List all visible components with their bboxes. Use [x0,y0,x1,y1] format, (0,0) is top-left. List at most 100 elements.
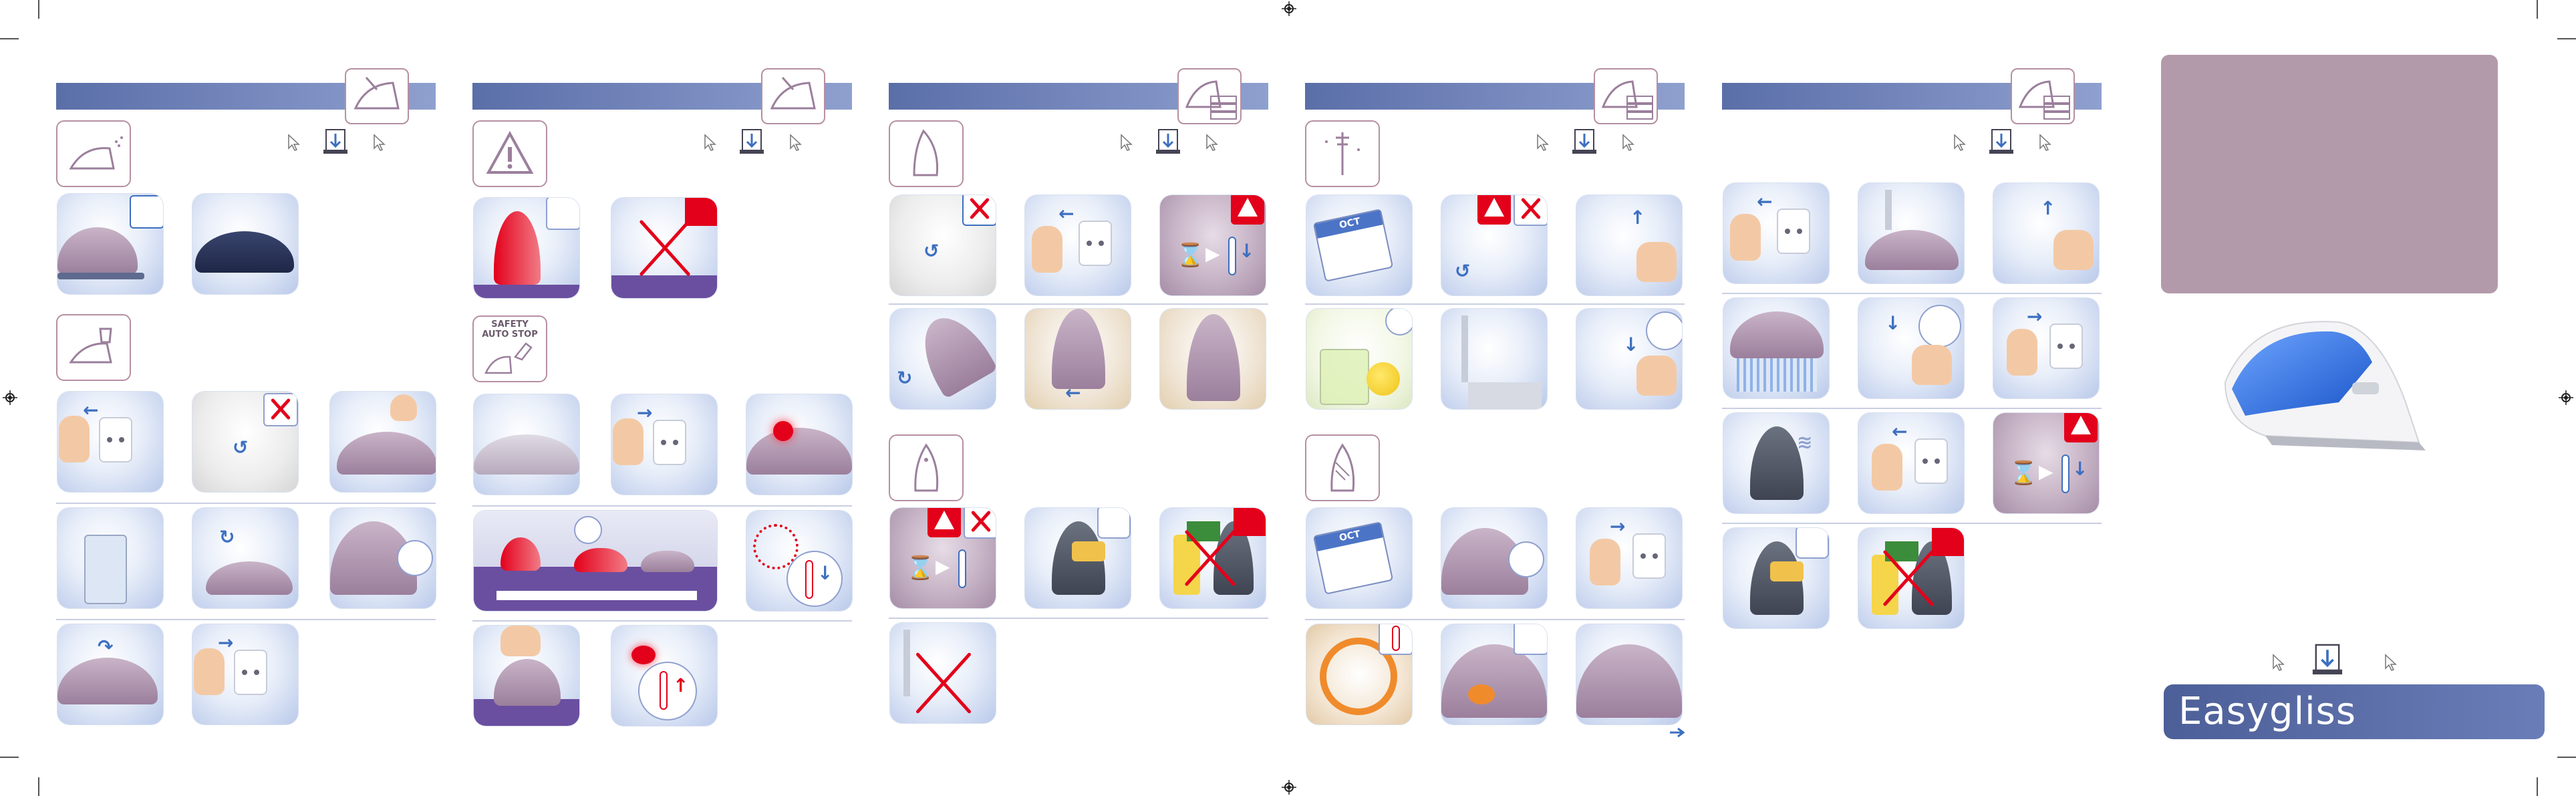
anti-calc-valve-icon [1305,120,1380,187]
iron-folded-clothes-icon [1594,68,1658,124]
step-image-no-abrasive [1160,508,1266,608]
step-image-store-upright [1160,309,1266,409]
crop-mark [0,38,19,39]
manual-download-icon [1572,129,1596,154]
cursor-icon [1206,134,1218,151]
step-image-unplug-2: ← [1858,413,1964,513]
cursor-icon [704,134,716,151]
cursor-icon [1121,134,1133,151]
step-image-replace-valve: ↓ [1576,309,1682,409]
manual-download-icon [323,129,347,154]
step-image-sponge-clean [1723,528,1829,628]
crop-mark [2537,0,2538,19]
next-page-arrow-icon [1670,727,1685,738]
step-icons [1531,127,1644,154]
manual-download-icon [1156,129,1180,154]
water-cup-icon [56,314,131,381]
step-image-no-abrasive [1858,528,1964,628]
safety-label-line1: SAFETY [491,319,529,329]
step-image-cool-down-2: ⌛ ▶ [890,508,996,608]
step-image-moving-iron [474,626,579,726]
instruction-panel-1: ← ↺ ↻ ↷ → [56,68,436,749]
safety-auto-stop-icon: SAFETY AUTO STOP [472,315,547,382]
manual-download-icon [740,129,764,154]
hourglass-icon: ⌛ [2009,460,2038,487]
step-image-hold-over-sink [1858,183,1964,283]
step-image-flush-sink [1723,298,1829,398]
iron-folded-clothes-icon [2011,68,2075,124]
step-image-fill-water: ↻ [192,508,298,608]
crop-mark [0,757,19,758]
cursor-icon [1954,134,1966,151]
step-image-fill-jug [57,508,163,608]
step-image-unplug: ← [1723,183,1829,283]
step-image-cool-down: ⌛ ▶ ↓ [1160,195,1266,295]
manual-download-icon [1989,129,2013,154]
step-image-steam-clean [1576,624,1682,724]
step-image-cool-down: ⌛ ▶ ↓ [1993,413,2099,513]
instruction-panel-3: ↺ ← ⌛ ▶ ↓ ↻ ← ⌛ ▶ [889,68,1268,749]
cover-step-icons [2267,642,2400,675]
instruction-panel-2: SAFETY AUTO STOP → ↓ ↑ [472,68,852,749]
brand-name: Easygliss [2178,690,2357,733]
step-image-pour-out: ↻ [890,309,996,409]
cursor-icon [2039,134,2051,151]
step-image-calendar-2: OCT [1306,508,1412,608]
step-image-remove-valve: ↑ [1576,195,1682,295]
hourglass-icon: ⌛ [1176,242,1205,269]
cursor-icon [374,134,386,151]
iron-upright-icon [889,120,964,187]
step-image-spray [57,194,163,294]
step-image-no-tap-water: ↺ [192,392,298,492]
step-image-plug-in: → [1576,508,1682,608]
step-image-wait-heat [1441,624,1547,724]
cursor-icon [790,134,802,151]
step-icons [1948,127,2061,154]
spray-icon [56,120,131,187]
step-image-empty-water: ↺ [890,195,996,295]
step-image-cooling: ↓ [746,511,852,611]
step-image-fill-max [1441,508,1547,608]
step-image-do-not-leave [611,198,717,298]
step-image-iron-heating [474,198,579,298]
registration-mark-icon [2559,390,2573,405]
hourglass-icon: ⌛ [906,555,935,581]
iron-folded-clothes-icon [1177,68,1242,124]
iron-cleaning-icon [1305,434,1380,501]
step-image-calendar: OCT [1306,195,1412,295]
calendar-month-label: OCT [1338,216,1362,231]
manual-download-icon [2312,644,2343,675]
cursor-icon [288,134,300,151]
crop-mark [2557,38,2576,39]
step-image-max-level [330,508,436,608]
step-image-close-lid: ↷ [57,624,163,724]
crop-mark [38,777,39,796]
warning-triangle-icon [472,120,547,187]
cursor-icon [1537,134,1549,151]
registration-mark-icon [1282,1,1296,16]
step-image-auto-stop-light [474,394,579,495]
step-icons [282,127,396,154]
cursor-icon [2385,654,2397,671]
cover-image-area [2161,55,2498,293]
calendar-month-label: OCT [1338,529,1362,544]
step-image-shake: ← [1025,309,1131,409]
crop-mark [38,0,39,19]
step-image-plug-in: → [192,624,298,724]
step-image-plug-in: → [611,394,717,495]
step-image-red-light [746,394,852,495]
step-image-unplug: ← [1025,195,1131,295]
product-iron-image [2224,321,2426,450]
step-icons [698,127,812,154]
step-image-no-tap-store [890,623,996,723]
step-image-set-max-temp [1306,624,1412,724]
step-image-cool-unplug: ↺ [1441,195,1547,295]
registration-mark-icon [3,390,17,405]
step-image-vinegar-soak [1306,309,1412,409]
crop-mark [2537,777,2538,796]
iron-steam-icon [889,434,964,501]
instruction-panel-5: ← ↑ ↓ → ≋ ← ⌛ ▶ ↓ [1722,68,2102,749]
step-icons [1115,127,1228,154]
step-image-sponge-clean [1025,508,1131,608]
step-image-unplug: ← [57,392,163,492]
